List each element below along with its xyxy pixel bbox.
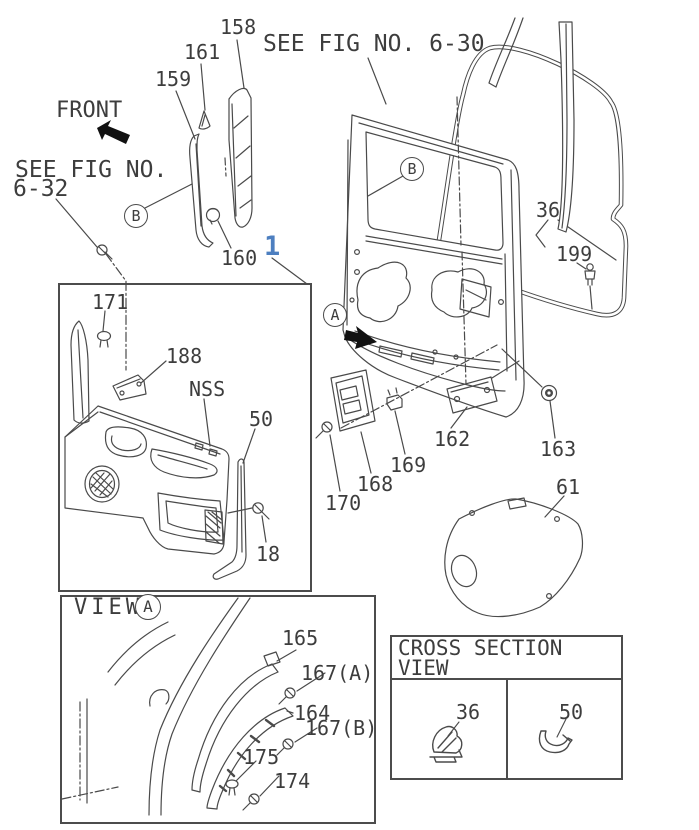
- door-panel-art: [342, 96, 525, 418]
- part-label-163: 163: [540, 437, 577, 461]
- hole-cover-61-art: [444, 495, 584, 618]
- view-a-title: VIEW: [74, 595, 143, 620]
- wheelarch-trim-164-art: [206, 707, 294, 810]
- grommet-160-art: [205, 207, 221, 225]
- item-number-link[interactable]: 1: [264, 231, 281, 262]
- front-arrow-icon: [97, 120, 130, 144]
- door-trim-panel-art: [64, 310, 270, 580]
- part-label-167b: 167(B): [305, 716, 378, 740]
- part-label-158: 158: [220, 15, 257, 39]
- clip-169-art: [386, 387, 403, 411]
- part-label-18: 18: [256, 542, 281, 566]
- fastener-199-art: [576, 262, 596, 310]
- fig-ref-6-32-line2: 6-32: [13, 176, 69, 202]
- detail-marker-a-door: A: [323, 303, 347, 327]
- part-label-171: 171: [92, 290, 129, 314]
- screw-174-art: [242, 793, 260, 811]
- part-label-50: 50: [249, 407, 274, 431]
- front-label: FRONT: [56, 98, 123, 123]
- fig-ref-6-30: SEE FIG NO. 6-30: [263, 31, 485, 57]
- part-label-164: 164: [294, 701, 331, 725]
- screw-167a-art: [278, 687, 296, 705]
- view-a-detail-box: [60, 595, 376, 824]
- callout-leaders-center: [329, 344, 556, 492]
- cross-section-table: CROSS SECTION VIEW: [390, 635, 623, 780]
- grommet-163-art: [540, 384, 558, 402]
- part-label-159: 159: [155, 67, 192, 91]
- cross-section-header: CROSS SECTION VIEW: [392, 637, 621, 680]
- callout-leaders-top: [55, 39, 404, 371]
- part-label-36: 36: [536, 198, 561, 222]
- view-a-marker: A: [135, 594, 161, 620]
- cross-section-cell-50: [505, 680, 622, 778]
- part-label-162: 162: [434, 427, 471, 451]
- cross-section-title-line2: VIEW: [398, 656, 449, 680]
- clip-161-art: [198, 110, 211, 130]
- part-label-169: 169: [390, 453, 427, 477]
- part-label-160: 160: [221, 246, 258, 270]
- part-label-199: 199: [556, 242, 593, 266]
- part-label-188: 188: [166, 344, 203, 368]
- detail-marker-b-left: B: [124, 204, 148, 228]
- cross-section-label-50: 50: [559, 700, 584, 724]
- part-label-167a: 167(A): [301, 661, 374, 685]
- view-a-body-art: [61, 597, 251, 816]
- part-label-175: 175: [243, 745, 280, 769]
- bracket-162-art: [446, 360, 520, 414]
- cross-section-50-glyph: [538, 718, 573, 754]
- glass-run-strip-art: [488, 17, 575, 233]
- regulator-handle-escutcheon-168-art: [330, 369, 376, 432]
- weatherstrip-seal-art: [436, 44, 629, 318]
- part-label-168: 168: [357, 472, 394, 496]
- part-label-nss: NSS: [189, 377, 226, 401]
- view-a-arrow-icon: [344, 326, 377, 349]
- trim-strip-159-art: [189, 133, 214, 248]
- pillar-garnish-158-art: [224, 87, 253, 228]
- cross-section-label-36: 36: [456, 700, 481, 724]
- clip-175-art: [225, 779, 239, 796]
- cross-section-36-glyph: [429, 721, 463, 763]
- fig-ref-6-32-line1: SEE FIG NO.: [15, 157, 168, 183]
- screw-6-32-art: [96, 244, 113, 260]
- callout-leaders-view-a: [235, 649, 326, 797]
- part-label-61: 61: [556, 475, 581, 499]
- screw-170-art: [315, 421, 333, 439]
- part-label-174: 174: [274, 769, 311, 793]
- door-trim-detail-box: [58, 283, 312, 592]
- screw-167b-art: [276, 738, 294, 756]
- part-label-170: 170: [325, 491, 362, 515]
- part-label-161: 161: [184, 40, 221, 64]
- wheelarch-trim-165-art: [191, 651, 281, 793]
- cross-section-title-line1: CROSS SECTION: [398, 636, 563, 660]
- detail-marker-b-door: B: [400, 157, 424, 181]
- part-label-165: 165: [282, 626, 319, 650]
